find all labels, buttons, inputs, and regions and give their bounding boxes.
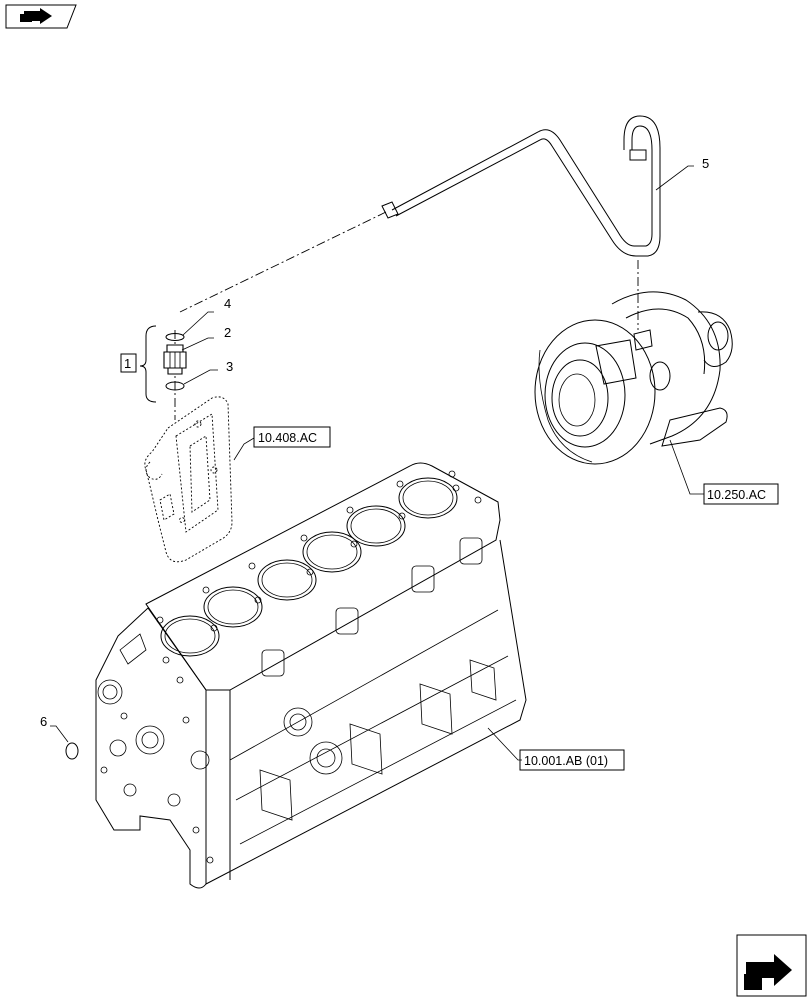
- o-ring-lower[interactable]: [165, 381, 185, 391]
- bracket-group-1: [120, 325, 157, 403]
- reference-label-turbo: 10.250.AC: [707, 488, 766, 502]
- reference-box-block[interactable]: 10.001.AB (01): [519, 749, 625, 771]
- callout-2[interactable]: 2: [224, 325, 231, 340]
- o-ring-upper[interactable]: [165, 333, 185, 341]
- previous-page-arrow-icon[interactable]: [736, 934, 807, 997]
- callout-3[interactable]: 3: [226, 359, 233, 374]
- union-fitting[interactable]: [163, 344, 187, 375]
- turbocharger[interactable]: [534, 291, 733, 465]
- oil-cooler-plate[interactable]: [144, 396, 233, 563]
- callout-6[interactable]: 6: [40, 714, 47, 729]
- o-ring-plug[interactable]: [65, 742, 79, 760]
- oil-pipe[interactable]: [381, 115, 661, 257]
- reference-label-block: 10.001.AB (01): [524, 754, 608, 768]
- callout-5[interactable]: 5: [702, 156, 709, 171]
- next-page-arrow-icon[interactable]: [5, 4, 77, 29]
- reference-label-plate: 10.408.AC: [258, 431, 317, 445]
- callout-4[interactable]: 4: [224, 296, 231, 311]
- callout-1[interactable]: 1: [124, 356, 131, 371]
- engine-block[interactable]: [95, 462, 527, 889]
- reference-box-turbo[interactable]: 10.250.AC: [703, 483, 779, 505]
- reference-box-plate[interactable]: 10.408.AC: [253, 426, 331, 448]
